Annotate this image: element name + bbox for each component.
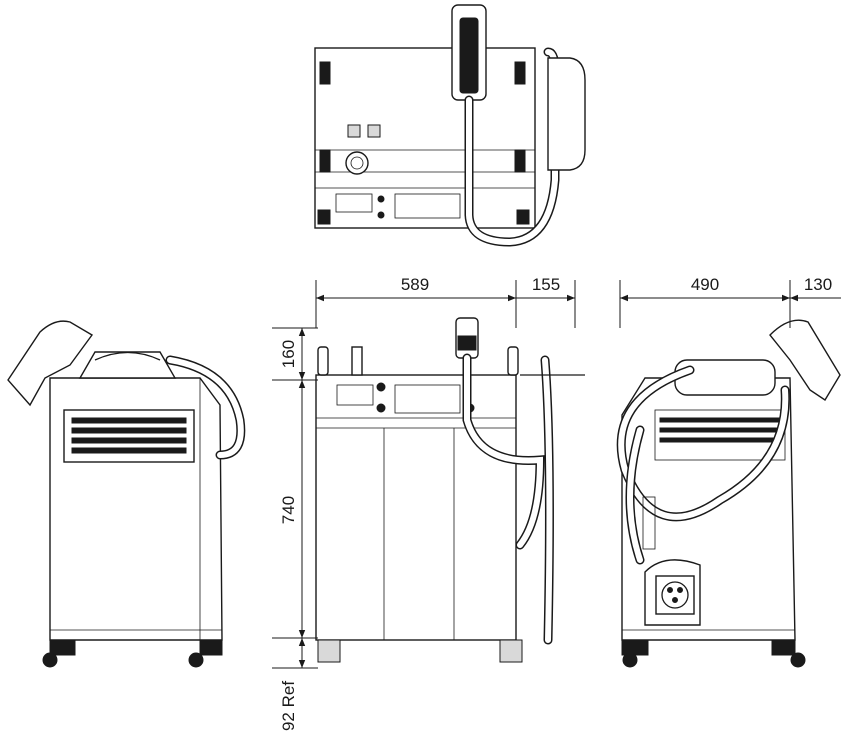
dim-490-label: 490 xyxy=(691,275,719,294)
top-view-connector xyxy=(347,124,361,138)
dim-130-label: 130 xyxy=(804,275,832,294)
top-view-bracket xyxy=(514,149,526,173)
top-view-bracket xyxy=(319,149,331,173)
left-side-torch xyxy=(7,320,94,407)
dim-589-label: 589 xyxy=(401,275,429,294)
front-view-display xyxy=(336,384,374,406)
top-view-connector xyxy=(367,124,381,138)
dim-92-ref-label: 92 Ref xyxy=(279,681,298,731)
dimension-lines xyxy=(272,280,841,669)
top-view-panel xyxy=(394,193,461,219)
right-side-torch xyxy=(769,319,841,401)
front-view-panel xyxy=(394,384,461,414)
top-view-bracket xyxy=(319,61,331,85)
dim-160-label: 160 xyxy=(279,340,298,368)
top-view xyxy=(314,4,586,247)
dim-155-label: 155 xyxy=(532,275,560,294)
right-side-view xyxy=(616,319,841,668)
dimension-labels: 589 155 490 130 160 740 92 Ref xyxy=(279,275,832,731)
top-view-display xyxy=(335,193,373,213)
right-side-vent xyxy=(654,409,786,461)
front-view xyxy=(315,317,585,663)
top-view-bracket xyxy=(514,61,526,85)
dim-740-label: 740 xyxy=(279,496,298,524)
left-side-view xyxy=(7,320,246,668)
top-view-knob xyxy=(345,151,369,175)
